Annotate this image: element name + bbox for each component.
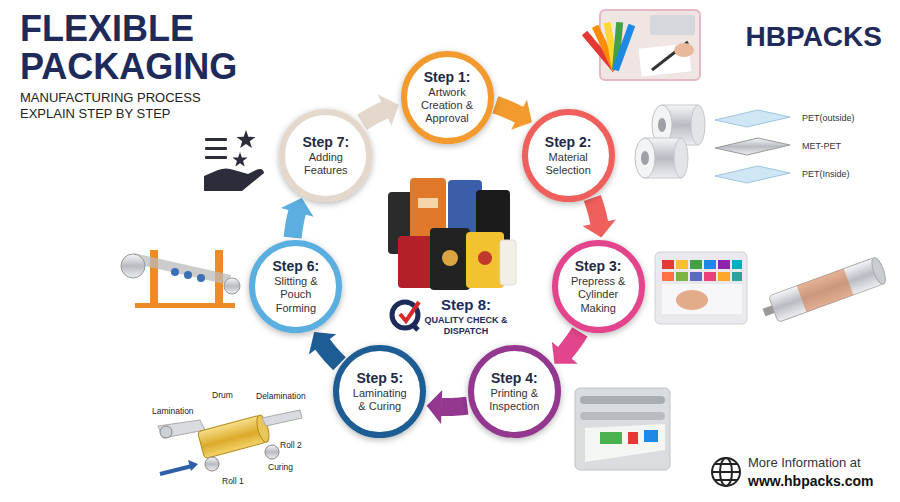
lamination-drawing xyxy=(158,410,302,474)
step-number: Step 2: xyxy=(538,134,598,150)
circle-fill xyxy=(333,345,426,438)
circle-border xyxy=(555,243,642,330)
part-label: Drum xyxy=(212,390,233,400)
step-number: Step 8: xyxy=(420,296,512,314)
step-text: Step 2:Material Selection xyxy=(538,134,598,177)
arrow-head xyxy=(552,342,578,364)
step-number: Step 3: xyxy=(568,258,628,274)
cycle-arrow xyxy=(552,332,580,364)
circle-fill xyxy=(468,345,561,438)
step-text: Step 3:Prepress & Cylinder Making xyxy=(568,258,628,315)
circle-border xyxy=(525,112,612,199)
step-name: Printing & Inspection xyxy=(484,387,544,413)
slitting-machine xyxy=(121,250,240,308)
cycle-arrow xyxy=(281,198,314,238)
print-cylinder xyxy=(759,256,888,326)
step-circle: Step 5:Laminating & Curing xyxy=(332,344,427,439)
arrow-band xyxy=(441,406,467,407)
film-rolls xyxy=(635,105,705,178)
arrow-head xyxy=(309,332,336,355)
prepress-photo xyxy=(655,252,747,324)
arrow-band xyxy=(495,105,519,115)
step-number: Step 5: xyxy=(350,370,410,386)
artwork-photo xyxy=(582,10,700,80)
step-circle: Step 7:Adding Features xyxy=(278,108,373,203)
circle-border xyxy=(336,348,423,435)
arrow-band xyxy=(322,344,339,364)
cycle-arrow xyxy=(583,198,616,238)
quality-logo xyxy=(392,302,419,330)
cycle-arrow xyxy=(495,100,532,130)
circle-border xyxy=(282,112,369,199)
arrow-head xyxy=(378,95,399,126)
step-text: Step 4:Printing & Inspection xyxy=(484,370,544,413)
step-name: Artwork Creation & Approval xyxy=(417,86,477,126)
arrow-head xyxy=(281,198,314,217)
website-url: www.hbpacks.com xyxy=(748,473,874,490)
cycle-arrow xyxy=(309,332,340,364)
step-name: Material Selection xyxy=(538,151,598,177)
layer-label: MET-PET xyxy=(802,141,841,152)
layer-label: PET(outside) xyxy=(802,113,855,124)
step-number: Step 7: xyxy=(296,134,356,150)
part-label: Roll 2 xyxy=(280,440,302,450)
step-circle: Step 4:Printing & Inspection xyxy=(467,344,562,439)
circle-fill xyxy=(249,240,342,333)
arrow-band xyxy=(362,110,385,122)
step-name: QUALITY CHECK & DISPATCH xyxy=(420,315,512,337)
arrow-band xyxy=(564,332,579,353)
step-circle: Step 1:Artwork Creation & Approval xyxy=(400,50,495,145)
circle-border xyxy=(404,54,491,141)
part-label: Roll 1 xyxy=(222,476,244,486)
arrow-head xyxy=(583,220,616,238)
subtitle: MANUFACTURING PROCESS EXPLAIN STEP BY ST… xyxy=(20,90,225,122)
part-label: Curing xyxy=(268,462,293,472)
brand-name: HBPACKS xyxy=(700,20,882,54)
circle-fill xyxy=(552,240,645,333)
step-text: Step 1:Artwork Creation & Approval xyxy=(417,69,477,126)
step-text: Step 7:Adding Features xyxy=(296,134,356,177)
arrow-band xyxy=(592,198,599,223)
part-label: Delamination xyxy=(256,391,306,401)
step-circle: Step 6:Slitting & Pouch Forming xyxy=(248,239,343,334)
step-circle: Step 2:Material Selection xyxy=(521,108,616,203)
layer-label: PET(Inside) xyxy=(802,169,850,180)
pouch-products xyxy=(388,178,516,290)
arrow-band xyxy=(293,212,298,238)
step-name: Slitting & Pouch Forming xyxy=(266,275,326,315)
arrow-head xyxy=(427,390,443,424)
film-layers xyxy=(715,110,790,183)
circle-fill xyxy=(401,51,494,144)
step-name: Prepress & Cylinder Making xyxy=(568,275,628,315)
globe-icon xyxy=(712,458,740,486)
printing-photo xyxy=(575,388,670,470)
step-name: Laminating & Curing xyxy=(350,387,410,413)
arrow-head xyxy=(511,100,532,130)
step-text: Step 6:Slitting & Pouch Forming xyxy=(266,258,326,315)
info-note: More Information at xyxy=(748,455,861,471)
step-name: Adding Features xyxy=(296,151,356,177)
features-icon xyxy=(204,130,264,191)
step-circle: Step 3:Prepress & Cylinder Making xyxy=(551,239,646,334)
circle-border xyxy=(252,243,339,330)
step-number: Step 6: xyxy=(266,258,326,274)
diagram-title: FLEXIBLE PACKAGING xyxy=(20,10,280,86)
part-label: Lamination xyxy=(152,406,194,416)
circle-fill xyxy=(279,109,372,202)
circle-border xyxy=(471,348,558,435)
cycle-arrow xyxy=(362,95,399,126)
step-number: Step 1: xyxy=(417,69,477,85)
circle-fill xyxy=(522,109,615,202)
step-number: Step 4: xyxy=(484,370,544,386)
step-text: Step 5:Laminating & Curing xyxy=(350,370,410,413)
cycle-arrow xyxy=(427,390,468,424)
